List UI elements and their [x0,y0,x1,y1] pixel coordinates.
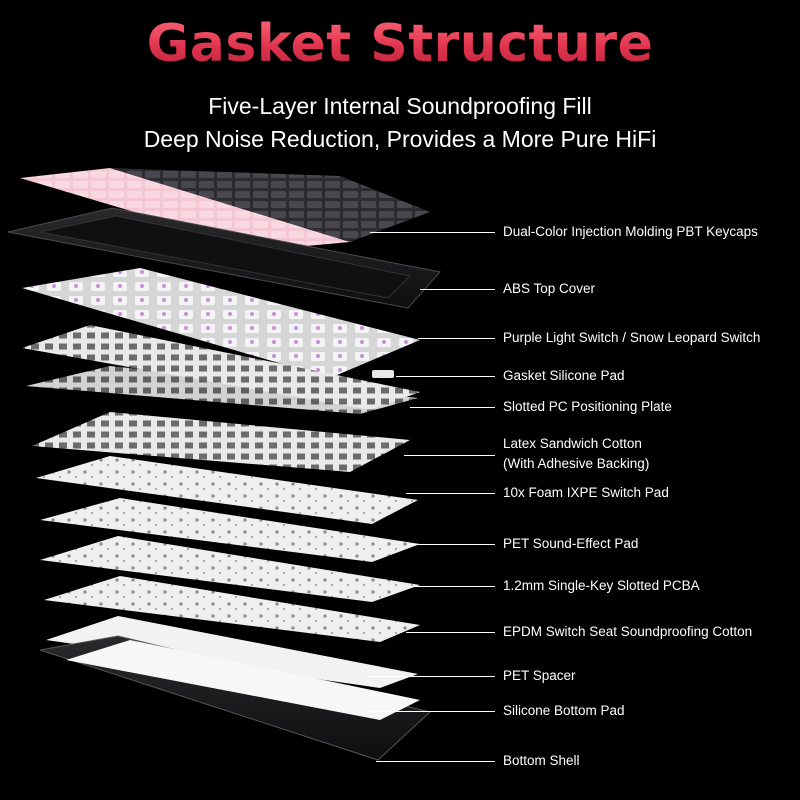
label-pet-pad: PET Sound-Effect Pad [503,536,639,551]
leader-line [408,586,495,587]
label-silicone-bottom-pad: Silicone Bottom Pad [503,703,625,718]
leader-line [406,493,495,494]
leader-line [410,407,495,408]
subtitle-secondary: Deep Noise Reduction, Provides a More Pu… [143,126,657,152]
leader-line [376,761,495,762]
label-latex-cotton: Latex Sandwich Cotton [503,436,642,451]
ixpe-foam-layer [36,456,418,524]
leader-line [418,338,495,339]
leader-line [366,676,495,677]
switches-layer [22,268,420,378]
silicone-bottom-pad-layer [66,640,420,720]
label-ixpe-pad: 10x Foam IXPE Switch Pad [503,485,669,500]
leader-line [408,544,495,545]
label-switches: Purple Light Switch / Snow Leopard Switc… [503,330,761,345]
pet-pad-layer [40,498,420,562]
label-top-cover: ABS Top Cover [503,281,596,296]
leader-line [406,632,495,633]
page-title: Gasket Structure [0,14,800,74]
label-pc-plate: Slotted PC Positioning Plate [503,399,672,414]
pcba-layer [40,536,420,602]
label-pcba: 1.2mm Single-Key Slotted PCBA [503,578,700,593]
keycaps-dark-section [110,168,430,242]
pet-spacer-layer [46,616,418,688]
leader-line [404,455,495,456]
keycaps-layer [20,168,350,250]
label-keycaps: Dual-Color Injection Molding PBT Keycaps [503,224,758,239]
gasket-silicone-pad [372,370,394,378]
latex-cotton-layer [32,412,410,472]
leader-line [396,376,495,377]
leader-line [420,289,495,290]
subtitle-primary: Five-Layer Internal Soundproofing Fill [208,93,592,119]
label-pet-spacer: PET Spacer [503,668,576,683]
leader-line [370,232,495,233]
label-epdm-cotton: EPDM Switch Seat Soundproofing Cotton [503,624,753,639]
label-gasket-pad: Gasket Silicone Pad [503,368,625,383]
label-bottom-shell: Bottom Shell [503,753,580,768]
leader-line [366,711,495,712]
label-latex-cotton-note: (With Adhesive Backing) [503,456,650,471]
epdm-cotton-layer [44,576,420,642]
